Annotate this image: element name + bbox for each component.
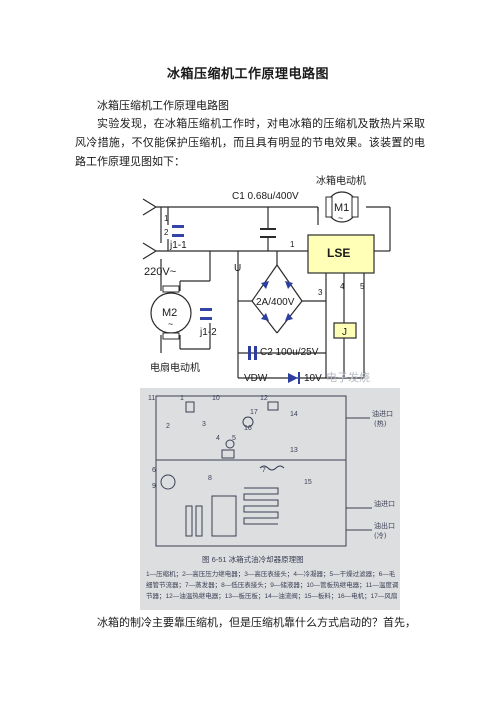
oil-cooler-diagram: 11 1 10 12 14 17 2 3 16 4 5 6 9 8 7 13 1… [140,388,400,610]
label-n13: 13 [290,447,298,454]
thermostat-icon [225,439,235,449]
label-n2: 2 [166,423,170,430]
oil-outlet: 油出口 [374,521,395,530]
legend-line-2: 细管节流器；7—蒸发器；8—低压表接头；9—储液器；10—管板热继电器；11—温… [146,580,398,589]
label-n14: 14 [290,411,298,418]
fridge-motor-label: 冰箱电动机 [316,174,366,187]
circuit-diagram: C1 0.68u/400V 冰箱电动机 M1 ~ LSE j1-1 1 2 1 … [142,174,391,384]
intro-paragraph: 实验发现，在冰箱压缩机工作时，对电冰箱的压缩机及散热片采取风冷措施，不仅能保护压… [75,117,425,168]
label-n17: 17 [250,409,258,416]
c2-label: C2 100u/25V [260,347,319,358]
u-label: U [234,263,241,274]
pin-5: 5 [360,282,365,291]
pin-2: 2 [164,228,169,237]
label-n12: 12 [260,395,268,402]
fan-motor-label: 电扇电动机 [150,361,200,374]
legend-line-1: 1—压缩机；2—高压压力继电器；3—高压表接头；4—冷凝器；5—干燥过滤器；6—… [146,569,396,578]
label-n5: 5 [232,435,236,442]
m2-symbol: ~ [168,319,173,329]
page-title: 冰箱压缩机工作原理电路图 [166,67,329,82]
switch-j1-2-icon [200,308,212,320]
j-label: J [342,327,347,338]
j1-1-label: j1-1 [169,240,187,251]
lse-module [307,234,375,274]
m1-symbol: ~ [338,213,343,223]
oil-inlet-top: 油进口 [372,409,393,418]
vdw-label: VDW [244,373,268,384]
evaporator-coil-icon [243,487,279,525]
condenser-icon [211,495,237,537]
vdw-value: 10V [304,373,322,384]
watermark-text: 电子发烧 [326,370,370,384]
label-n6: 6 [152,467,156,474]
label-n11: 11 [148,395,155,402]
fan-icon [242,416,254,428]
j-relay-box [333,322,357,339]
in-mark: (热) [374,419,387,428]
m1-label: M1 [334,202,349,214]
label-n15: 15 [304,479,312,486]
diagram-caption: 图 6-51 冰箱式油冷却器原理图 [202,554,304,564]
c1-label: C1 0.68u/400V [232,191,299,202]
oil-inlet-bottom: 油进口 [374,499,395,508]
m2-label: M2 [162,307,177,319]
label-n3: 3 [202,421,206,428]
vdw-zener-icon [288,373,298,383]
section-subheading: 冰箱压缩机工作原理电路图 [97,99,229,112]
bridge-label: 2A/400V [256,297,295,308]
voltage-label: 220V~ [144,266,176,278]
label-n7: 7 [262,467,266,474]
bridge-rectifier-icon [261,281,293,321]
pin-3: 3 [318,288,323,297]
lse-label: LSE [327,246,350,260]
pin-4: 4 [340,282,345,291]
compressor-icon [160,474,176,490]
switch-j1-1-icon [172,225,184,237]
j1-2-label: j1-2 [199,327,217,338]
pin-1: 1 [164,214,169,223]
out-mark: (冷) [374,531,387,540]
label-n16: 16 [244,425,252,432]
label-n1: 1 [180,395,184,402]
c1-capacitor-icon [260,228,276,238]
label-n8: 8 [208,475,212,482]
label-n10: 10 [212,395,220,402]
c2-capacitor-icon [248,346,257,360]
legend-line-3: 节器；12—油温热继电器；13—板压板；14—油流阀；15—板料；16—电机；1… [146,591,397,600]
lse-pin-1: 1 [290,240,295,249]
label-n4: 4 [216,435,220,442]
label-n9: 9 [152,483,156,490]
bottom-paragraph: 冰箱的制冷主要靠压缩机，但是压缩机靠什么方式启动的？首先， [97,616,416,629]
